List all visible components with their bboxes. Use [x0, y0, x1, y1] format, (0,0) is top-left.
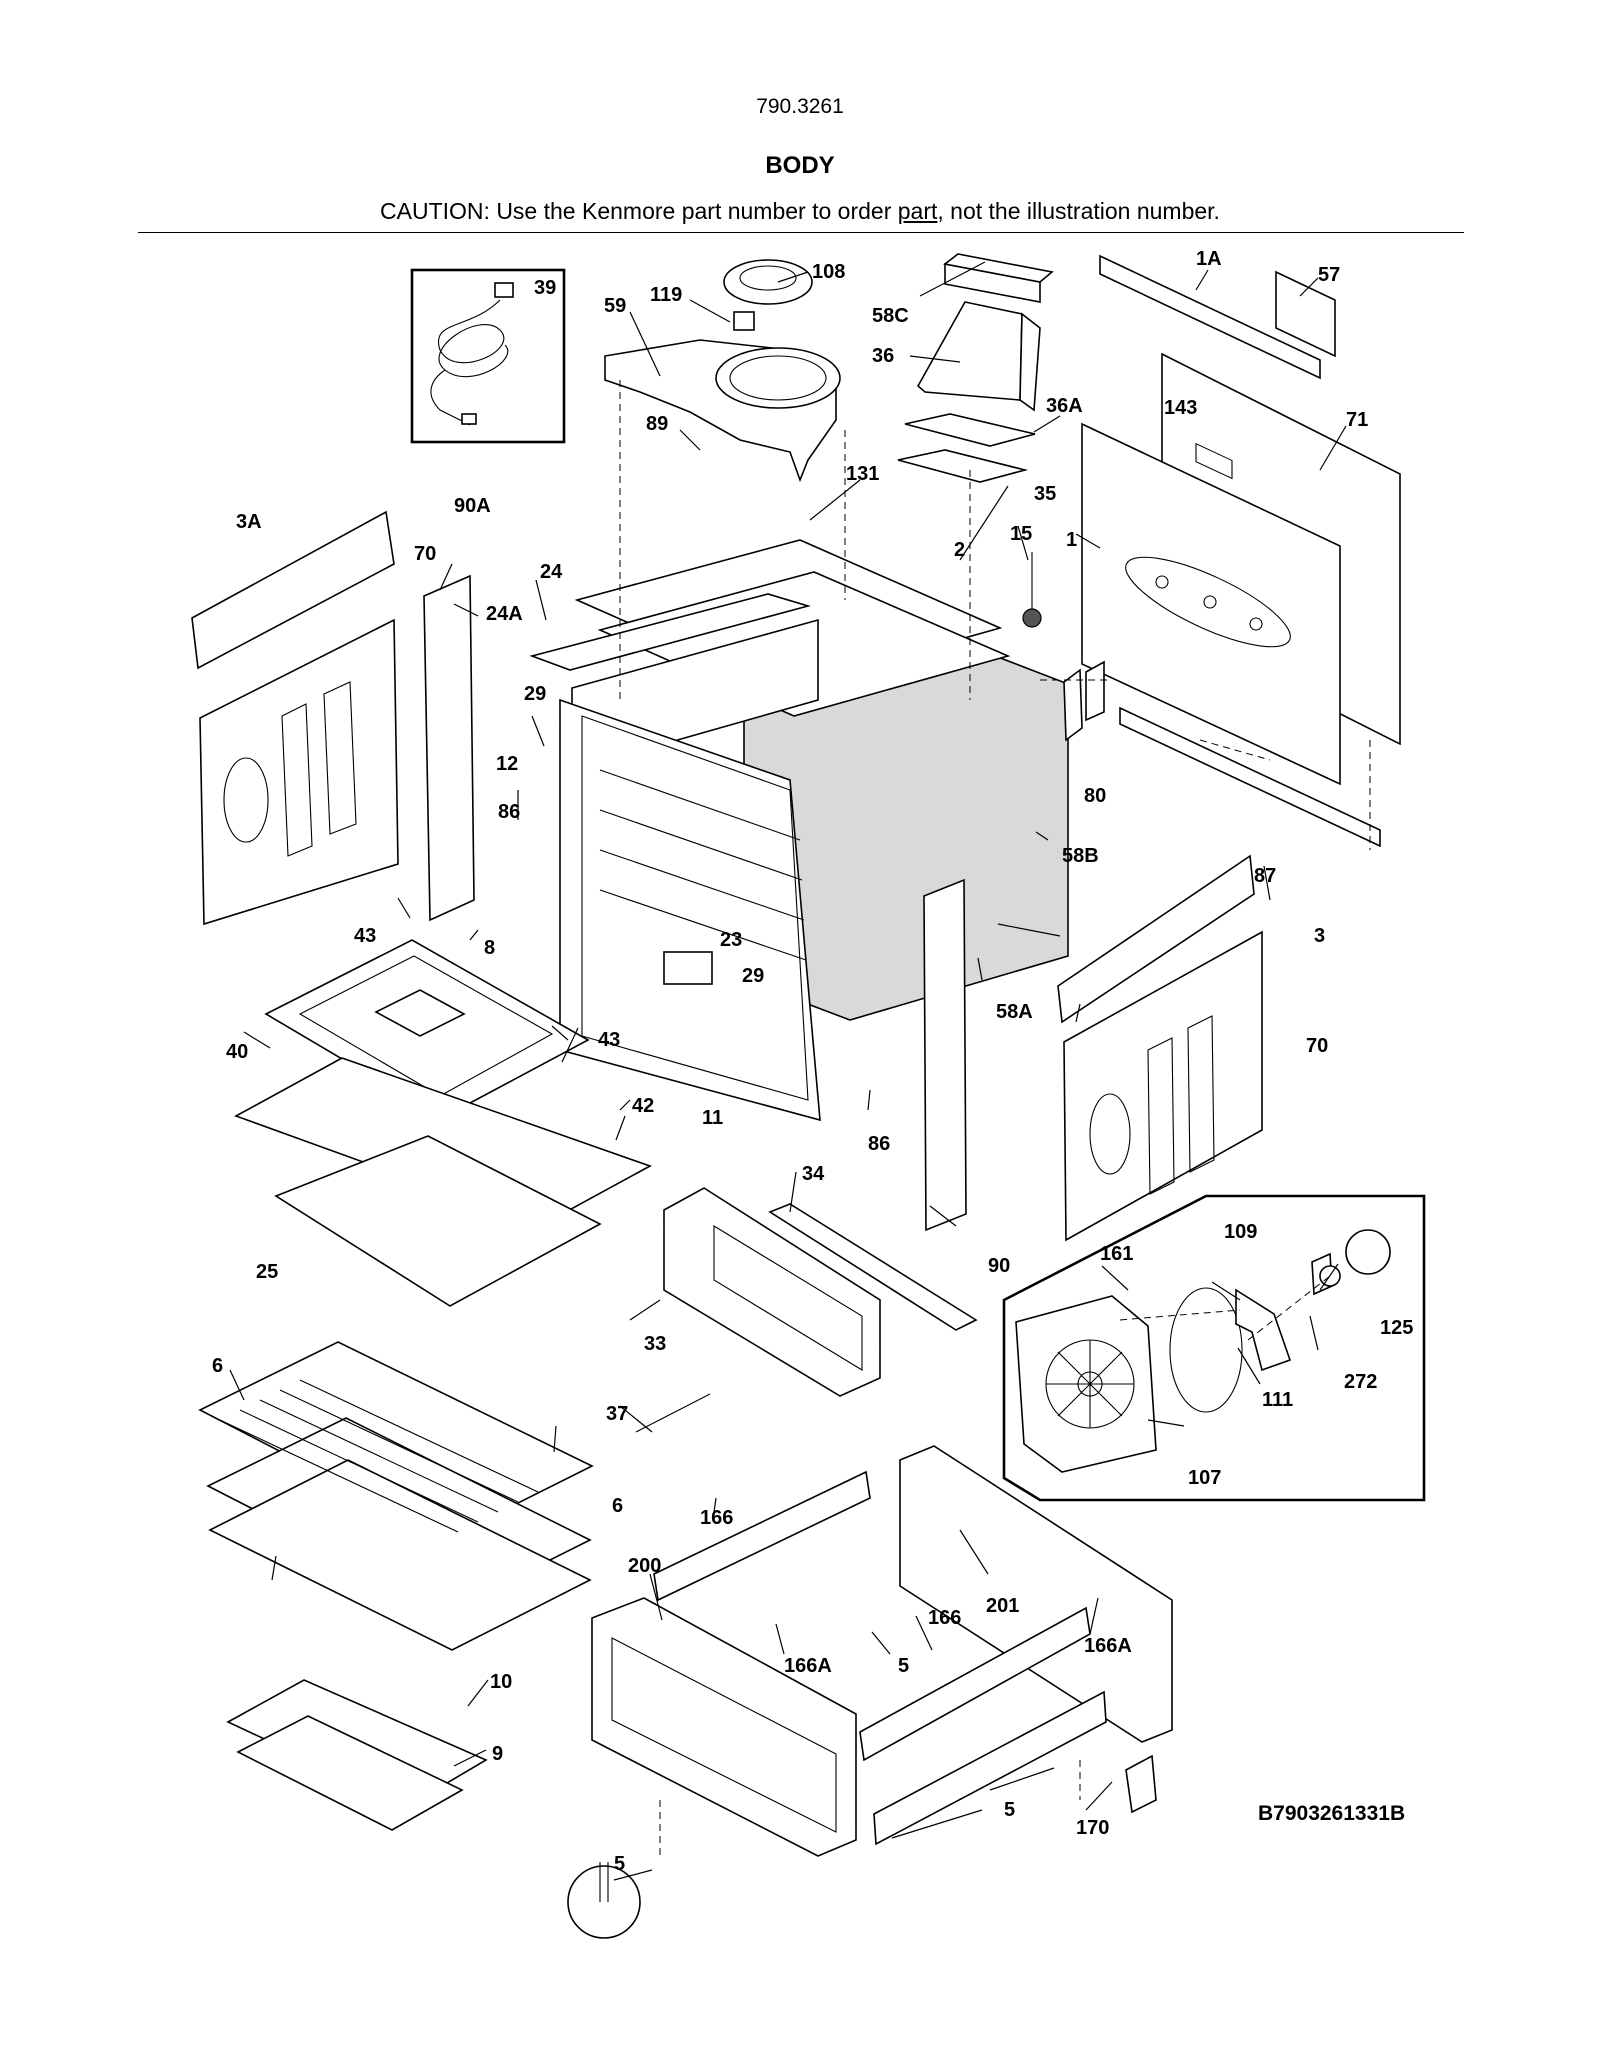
callout-89: 89	[646, 413, 668, 435]
power-cord-part	[430, 282, 514, 426]
header-rule	[138, 232, 1464, 233]
callout-90: 90	[988, 1255, 1010, 1277]
callout-labels: 39 119 108 58C 1A 57 59 36 89 36A 143 71…	[212, 248, 1413, 1875]
callout-40: 40	[226, 1041, 248, 1063]
callout-119: 119	[650, 284, 682, 306]
callout-6: 6	[212, 1355, 223, 1377]
callout-39: 39	[534, 277, 556, 299]
blower-assembly	[604, 259, 841, 483]
callout-58C: 58C	[872, 305, 909, 327]
callout-143: 143	[1164, 397, 1197, 419]
callout-200: 200	[628, 1555, 661, 1577]
callout-170: 170	[1076, 1817, 1109, 1839]
rear-panel-assembly	[1081, 254, 1401, 848]
callout-57: 57	[1318, 264, 1340, 286]
callout-24A: 24A	[486, 603, 523, 625]
callout-111: 111	[1262, 1389, 1293, 1411]
section-title: BODY	[765, 152, 835, 179]
callout-107: 107	[1188, 1467, 1221, 1489]
callout-109: 109	[1224, 1221, 1257, 1243]
callout-90A: 90A	[454, 495, 491, 517]
callout-1A: 1A	[1196, 248, 1222, 270]
diagram-code: B7903261331B	[1258, 1802, 1405, 1825]
callout-10: 10	[490, 1671, 512, 1693]
callout-108: 108	[812, 261, 845, 283]
model-number: 790.3261	[756, 95, 844, 118]
callout-59: 59	[604, 295, 626, 317]
callout-166A-b: 166A	[784, 1655, 832, 1677]
callout-29b: 29	[742, 965, 764, 987]
door-frame	[663, 1187, 978, 1397]
left-side-panels	[191, 510, 475, 926]
caution-note: CAUTION: Use the Kenmore part number to …	[0, 198, 1600, 225]
callout-125: 125	[1380, 1317, 1413, 1339]
callout-70b: 70	[1306, 1035, 1328, 1057]
callout-272: 272	[1344, 1371, 1377, 1393]
convection-fan-parts	[1015, 1229, 1391, 1473]
callout-5: 5	[898, 1655, 909, 1677]
callout-86: 86	[498, 801, 520, 823]
callout-42: 42	[632, 1095, 654, 1117]
callout-29: 29	[524, 683, 546, 705]
callout-5c: 5	[1004, 1799, 1015, 1821]
callout-36A: 36A	[1046, 395, 1083, 417]
callout-23: 23	[720, 929, 742, 951]
vent-duct-assembly	[897, 253, 1054, 483]
callout-25: 25	[256, 1261, 278, 1283]
callout-166: 166	[700, 1507, 733, 1529]
right-side-panels	[923, 552, 1263, 1242]
callout-1: 1	[1066, 529, 1077, 551]
callout-58A: 58A	[996, 1001, 1033, 1023]
oven-cavity	[529, 539, 1069, 1122]
callout-12: 12	[496, 753, 518, 775]
assembly-guide-lines	[619, 380, 1371, 1860]
detail-box-power-cord	[410, 268, 566, 444]
detail-box-convection-fan	[1002, 1194, 1426, 1502]
callout-87: 87	[1254, 865, 1276, 887]
callout-131: 131	[846, 463, 879, 485]
oven-racks	[198, 1341, 711, 1831]
lower-frame	[567, 1445, 1173, 1939]
callout-11: 11	[702, 1107, 723, 1129]
callout-70: 70	[414, 543, 436, 565]
callout-35: 35	[1034, 483, 1056, 505]
callout-34: 34	[802, 1163, 825, 1185]
callout-36: 36	[872, 345, 894, 367]
callout-43: 43	[354, 925, 376, 947]
callout-80: 80	[1084, 785, 1106, 807]
callout-86b: 86	[868, 1133, 890, 1155]
callout-9: 9	[492, 1743, 503, 1765]
callout-166A: 166A	[1084, 1635, 1132, 1657]
callout-15: 15	[1010, 523, 1032, 545]
caution-text-end: , not the illustration number.	[937, 198, 1220, 224]
callout-43b: 43	[598, 1029, 620, 1051]
callout-33: 33	[644, 1333, 666, 1355]
callout-24: 24	[540, 561, 563, 583]
callout-58B: 58B	[1062, 845, 1099, 867]
leader-lines	[229, 261, 1347, 1881]
callout-201: 201	[986, 1595, 1019, 1617]
callout-71: 71	[1346, 409, 1368, 431]
callout-2: 2	[954, 539, 965, 561]
callout-3A: 3A	[236, 511, 262, 533]
caution-part-link: part	[897, 198, 938, 224]
callout-5b: 5	[614, 1853, 625, 1875]
callout-37: 37	[606, 1403, 628, 1425]
callout-6b: 6	[612, 1495, 623, 1517]
callout-3: 3	[1314, 925, 1325, 947]
caution-text: CAUTION: Use the Kenmore part number to …	[380, 198, 898, 224]
callout-8: 8	[484, 937, 495, 959]
bottom-pans	[234, 939, 652, 1307]
callout-166b: 166	[928, 1607, 961, 1629]
callout-161: 161	[1100, 1243, 1133, 1265]
